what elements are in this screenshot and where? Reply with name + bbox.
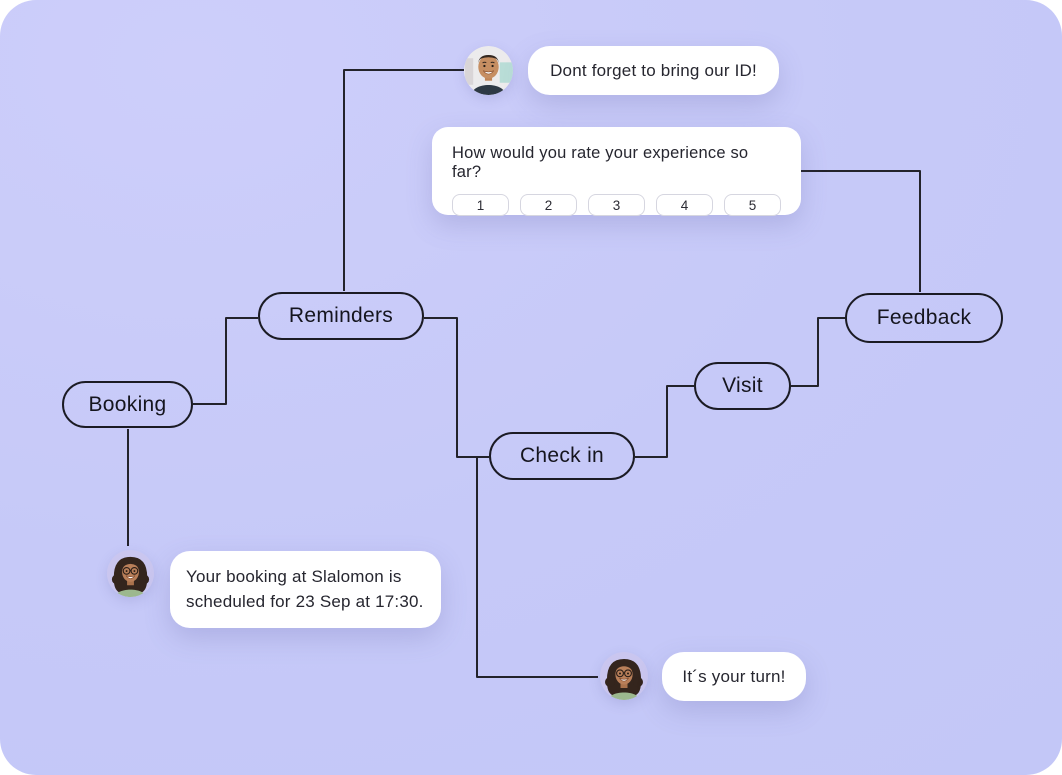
node-visit[interactable]: Visit	[694, 362, 791, 410]
connector-booking-reminders	[193, 317, 258, 405]
connector-checkin-visit	[635, 385, 694, 458]
smiling-woman-glasses-avatar	[600, 652, 648, 700]
connector-visit-feedback	[791, 317, 845, 387]
node-reminders-label: Reminders	[288, 304, 394, 327]
message-bubble-your-turn: It´s your turn!	[662, 652, 806, 701]
node-check-in-label: Check in	[519, 444, 605, 467]
node-check-in[interactable]: Check in	[489, 432, 635, 480]
node-reminders[interactable]: Reminders	[258, 292, 424, 340]
connector-checkin-turnmessage	[476, 457, 598, 678]
connector-reminders-checkin	[424, 317, 489, 458]
node-booking[interactable]: Booking	[62, 381, 193, 428]
rating-option-3[interactable]: 3	[588, 194, 645, 216]
node-feedback-label: Feedback	[876, 306, 972, 329]
rating-options: 1 2 3 4 5	[452, 194, 781, 216]
rating-option-4[interactable]: 4	[656, 194, 713, 216]
connector-ratingcard-feedback	[801, 170, 921, 292]
node-feedback[interactable]: Feedback	[845, 293, 1003, 343]
rating-question: How would you rate your experience so fa…	[452, 144, 749, 181]
node-booking-label: Booking	[88, 392, 167, 416]
smiling-woman-glasses-avatar	[107, 550, 154, 597]
message-bubble-id-reminder: Dont forget to bring our ID!	[528, 46, 779, 95]
rating-card: How would you rate your experience so fa…	[432, 127, 801, 216]
smiling-man-avatar	[464, 46, 513, 95]
message-bubble-booking-confirmation: Your booking at Slalomon is scheduled fo…	[170, 551, 441, 628]
node-visit-label: Visit	[722, 374, 763, 397]
message-text: It´s your turn!	[682, 666, 786, 686]
message-text: Your booking at Slalomon is scheduled fo…	[186, 567, 424, 611]
rating-option-1[interactable]: 1	[452, 194, 509, 216]
message-text: Dont forget to bring our ID!	[550, 60, 757, 80]
rating-option-2[interactable]: 2	[520, 194, 577, 216]
rating-option-5[interactable]: 5	[724, 194, 781, 216]
